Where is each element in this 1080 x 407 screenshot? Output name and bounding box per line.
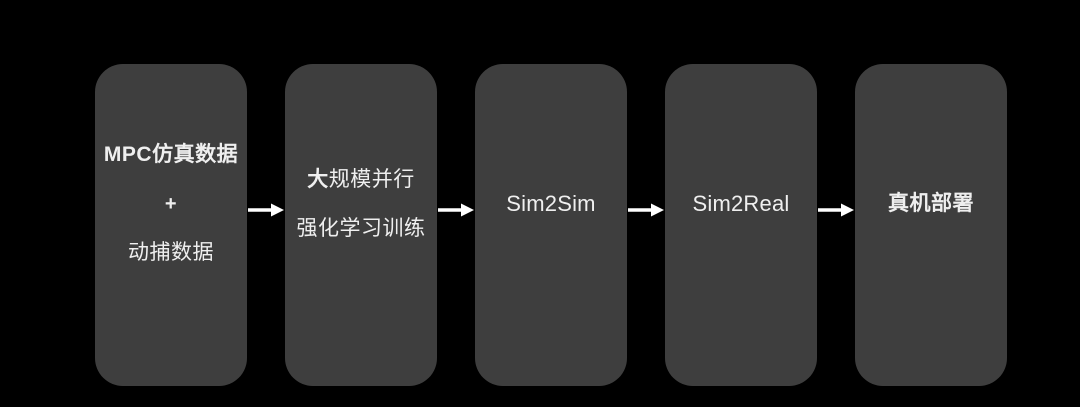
stage-content: Sim2Sim <box>475 193 627 215</box>
stage-box-mpc-mocap-data: MPC仿真数据 + 动捕数据 <box>95 64 247 386</box>
right-arrow-icon <box>628 203 664 217</box>
stage-line-parallel-bold: 大 <box>307 167 329 191</box>
stage-content: MPC仿真数据 + 动捕数据 <box>95 144 247 264</box>
stage-label-deployment: 真机部署 <box>888 192 974 215</box>
flow-arrow-1 <box>247 64 285 386</box>
stage-content: Sim2Real <box>665 193 817 215</box>
stage-box-sim2real: Sim2Real <box>665 64 817 386</box>
stage-label-sim2real: Sim2Real <box>692 191 790 216</box>
stage-content: 大规模并行 强化学习训练 <box>285 167 437 240</box>
stage-box-sim2sim: Sim2Sim <box>475 64 627 386</box>
stage-box-rl-training: 大规模并行 强化学习训练 <box>285 64 437 386</box>
right-arrow-icon <box>818 203 854 217</box>
flow-arrow-3 <box>627 64 665 386</box>
stage-line-mocap-data: 动捕数据 <box>128 241 214 264</box>
plus-sign: + <box>164 193 178 215</box>
stage-line-mpc-data: MPC仿真数据 <box>103 143 239 166</box>
stage-content: 真机部署 <box>855 193 1007 215</box>
stage-box-real-deployment: 真机部署 <box>855 64 1007 386</box>
stage-line-parallel: 大规模并行 <box>307 167 415 191</box>
stage-line-rl: 强化学习训练 <box>296 216 426 240</box>
flow-arrow-4 <box>817 64 855 386</box>
flow-arrow-2 <box>437 64 475 386</box>
right-arrow-icon <box>248 203 284 217</box>
right-arrow-icon <box>438 203 474 217</box>
stage-line-parallel-rest: 规模并行 <box>328 167 415 191</box>
stage-label-sim2sim: Sim2Sim <box>506 191 596 216</box>
